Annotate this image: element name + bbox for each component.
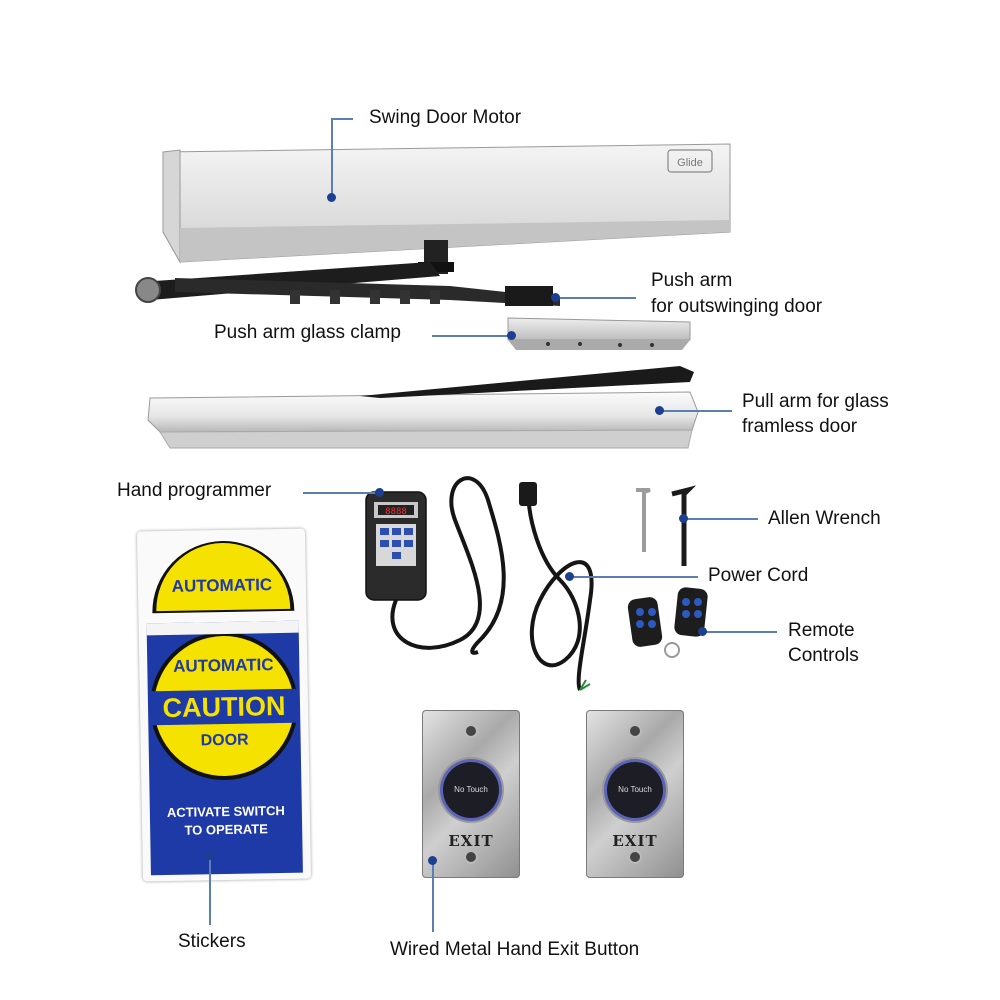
leader-line bbox=[432, 860, 434, 932]
label-hand-programmer: Hand programmer bbox=[117, 480, 272, 501]
label-swing-door-motor: Swing Door Motor bbox=[369, 107, 522, 128]
leader-line bbox=[432, 335, 512, 337]
label-push-arm-line2: for outswinging door bbox=[651, 296, 823, 317]
exit-button-left: No Touch EXIT bbox=[422, 710, 520, 878]
sticker-mid-text: AUTOMATIC bbox=[172, 655, 274, 676]
no-touch-sensor: No Touch bbox=[607, 762, 663, 818]
leader-dot bbox=[655, 406, 664, 415]
leader-dot bbox=[327, 193, 336, 202]
leader-dot bbox=[375, 488, 384, 497]
leader-dot bbox=[551, 293, 560, 302]
svg-text:8888: 8888 bbox=[385, 507, 407, 517]
sticker-top-text: AUTOMATIC bbox=[171, 575, 273, 596]
exit-button-right: No Touch EXIT bbox=[586, 710, 684, 878]
motor-logo: Glide bbox=[677, 157, 703, 169]
leader-dot bbox=[565, 572, 574, 581]
label-pull-arm-line2: framless door bbox=[742, 416, 858, 437]
leader-line bbox=[331, 118, 353, 120]
sticker-door-text: DOOR bbox=[200, 731, 249, 750]
label-push-arm-line1: Push arm bbox=[651, 270, 733, 291]
leader-dot bbox=[507, 331, 516, 340]
sticker-caution-text: CAUTION bbox=[162, 690, 286, 724]
label-allen-wrench: Allen Wrench bbox=[768, 508, 881, 529]
leader-dot bbox=[698, 627, 707, 636]
leader-line bbox=[556, 297, 636, 299]
leader-line bbox=[331, 118, 333, 196]
label-power-cord: Power Cord bbox=[708, 565, 809, 586]
no-touch-sensor: No Touch bbox=[443, 762, 499, 818]
label-push-arm-glass-clamp: Push arm glass clamp bbox=[214, 322, 401, 343]
leader-dot bbox=[679, 514, 688, 523]
sticker-activate-line2: TO OPERATE bbox=[184, 821, 268, 838]
exit-text: EXIT bbox=[612, 832, 658, 850]
leader-line bbox=[703, 631, 777, 633]
leader-line bbox=[662, 410, 732, 412]
leader-line bbox=[570, 576, 698, 578]
leader-dot bbox=[205, 851, 214, 860]
sticker-activate-line1: ACTIVATE SWITCH bbox=[166, 802, 285, 821]
label-exit-button: Wired Metal Hand Exit Button bbox=[390, 939, 640, 960]
leader-dot bbox=[428, 856, 437, 865]
label-stickers: Stickers bbox=[178, 931, 246, 952]
leader-line bbox=[684, 518, 758, 520]
label-remote-line1: Remote bbox=[788, 620, 855, 641]
label-pull-arm-line1: Pull arm for glass bbox=[742, 391, 889, 412]
stickers-image: AUTOMATIC AUTOMATIC CAUTION DOOR ACTIVAT… bbox=[136, 528, 312, 882]
label-remote-line2: Controls bbox=[788, 645, 859, 666]
exit-text: EXIT bbox=[448, 832, 494, 850]
leader-line bbox=[303, 492, 379, 494]
leader-line bbox=[209, 855, 211, 925]
